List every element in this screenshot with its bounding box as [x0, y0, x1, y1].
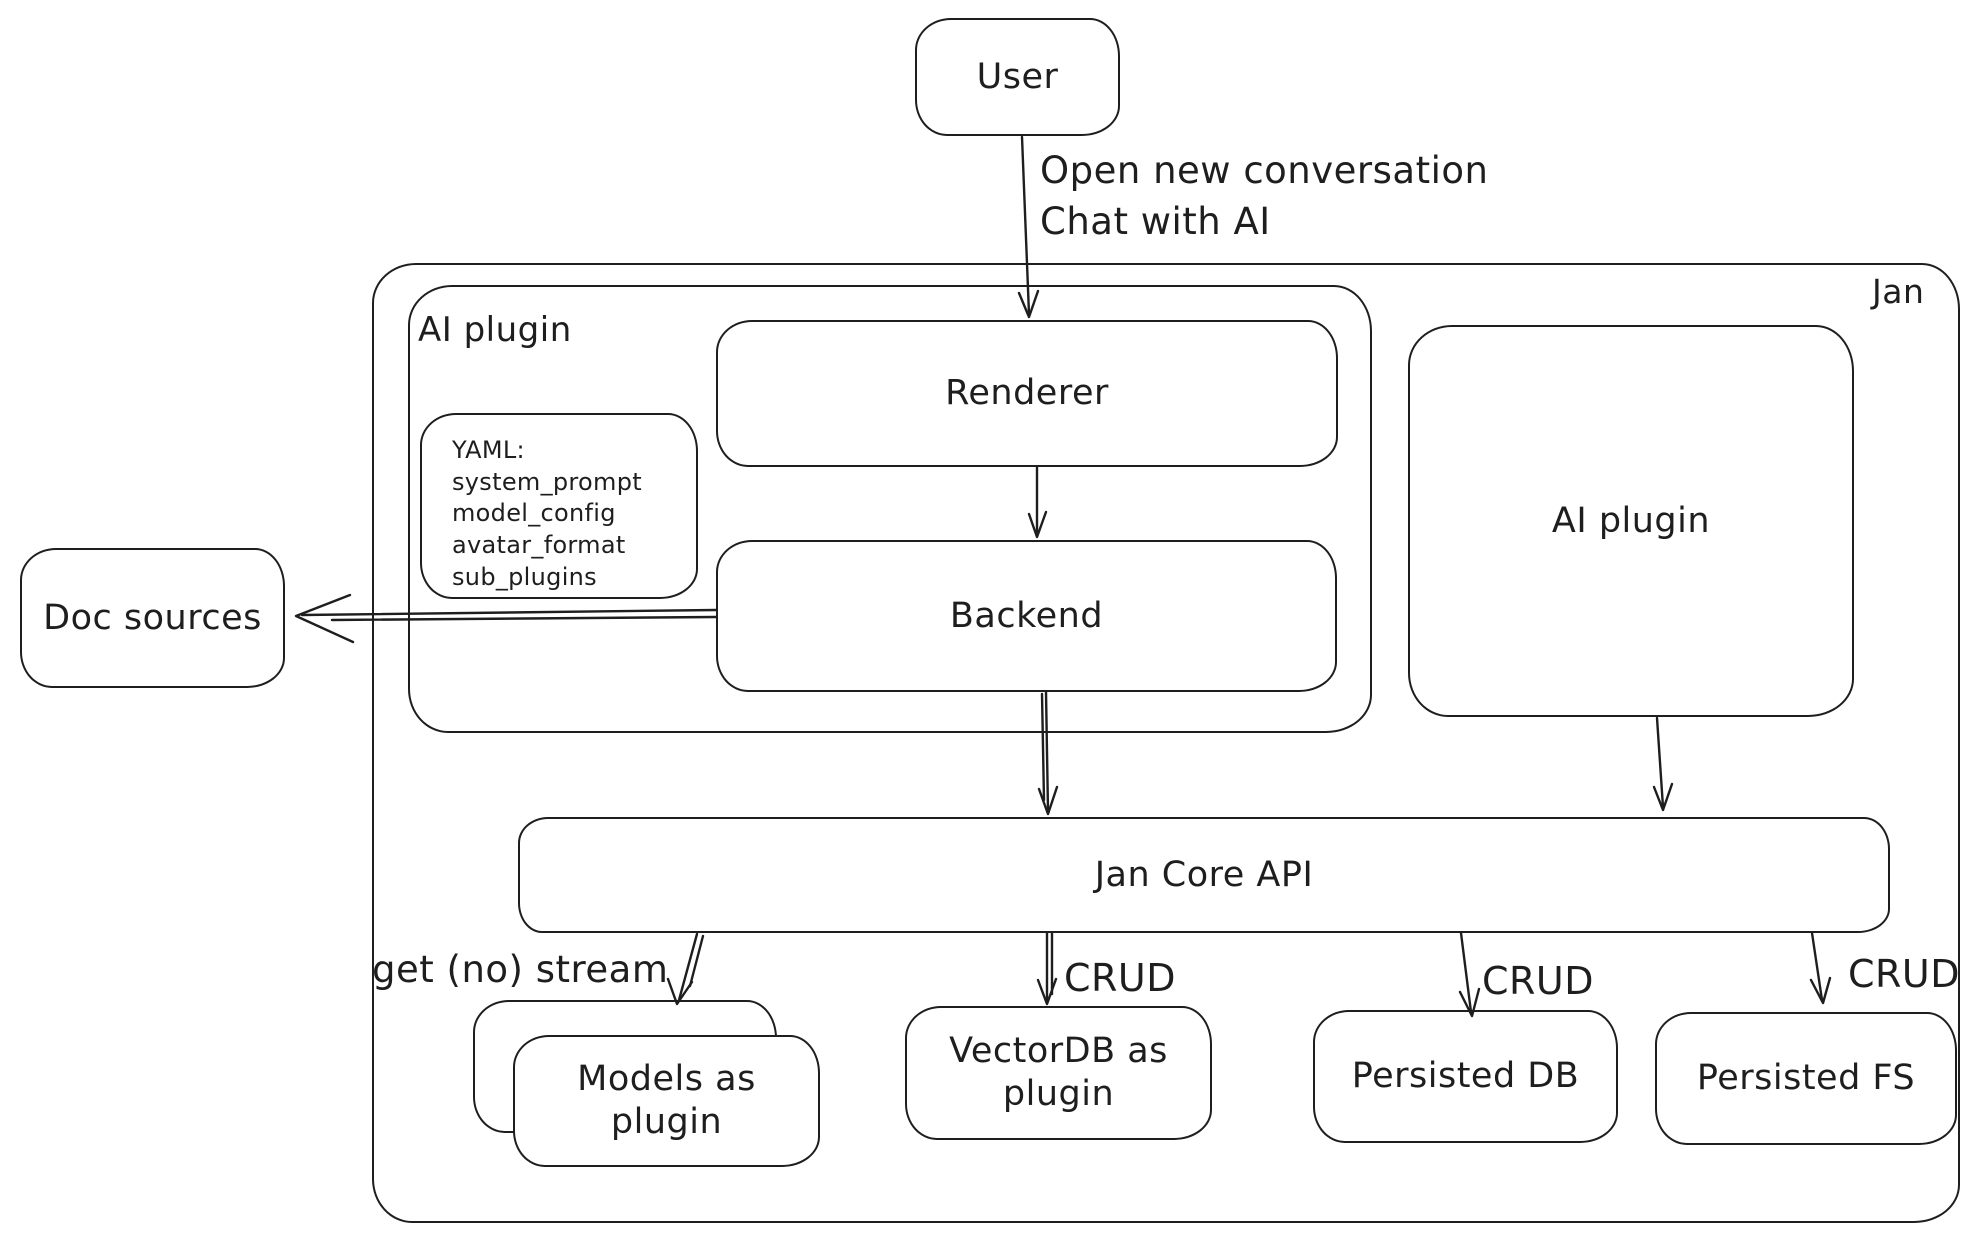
edge-label-user-flow: Open new conversation Chat with AI — [1040, 145, 1488, 247]
edge-label-user-flow-line1: Open new conversation — [1040, 149, 1489, 192]
vectordb-as-plugin-label: VectorDB as plugin — [949, 1031, 1168, 1114]
persisted-db-node: Persisted DB — [1313, 1010, 1618, 1143]
edge-label-crud-vectordb: CRUD — [1064, 956, 1177, 1000]
doc-sources-node: Doc sources — [20, 548, 285, 688]
edge-label-user-flow-line2: Chat with AI — [1040, 200, 1271, 244]
yaml-note-line: system_prompt — [452, 467, 642, 496]
renderer-node-label: Renderer — [945, 373, 1109, 414]
models-as-plugin-label: Models as plugin — [577, 1059, 756, 1142]
ai-plugin-node-label: AI plugin — [1551, 500, 1711, 541]
backend-node-label: Backend — [949, 595, 1104, 636]
ai-plugin-group — [408, 285, 1372, 733]
jan-core-api-node-label: Jan Core API — [1094, 854, 1314, 895]
yaml-note-line: model_config — [452, 499, 616, 528]
edge-label-crud-persisted-db: CRUD — [1482, 959, 1595, 1003]
edge-label-crud-persisted-fs: CRUD — [1848, 952, 1961, 996]
yaml-note-line: avatar_format — [452, 531, 626, 560]
jan-core-api-node: Jan Core API — [518, 817, 1890, 933]
user-node-label: User — [976, 56, 1059, 97]
yaml-note-title: YAML: — [452, 436, 525, 464]
models-as-plugin-node: Models as plugin — [513, 1035, 820, 1167]
ai-plugin-node: AI plugin — [1408, 325, 1854, 717]
backend-node: Backend — [716, 540, 1337, 692]
doc-sources-node-label: Doc sources — [43, 597, 262, 638]
persisted-fs-node: Persisted FS — [1655, 1012, 1957, 1145]
edge-label-get-no-stream: get (no) stream — [372, 948, 669, 991]
yaml-note: YAML: system_prompt model_config avatar_… — [420, 413, 698, 599]
yaml-note-line: sub_plugins — [452, 562, 597, 591]
ai-plugin-group-label: AI plugin — [418, 310, 572, 350]
renderer-node: Renderer — [716, 320, 1338, 467]
vectordb-as-plugin-node: VectorDB as plugin — [905, 1006, 1212, 1140]
persisted-fs-label: Persisted FS — [1696, 1058, 1916, 1099]
jan-container — [372, 263, 1960, 1223]
user-node: User — [915, 18, 1120, 136]
jan-container-label: Jan — [1872, 272, 1925, 311]
persisted-db-label: Persisted DB — [1351, 1056, 1580, 1097]
